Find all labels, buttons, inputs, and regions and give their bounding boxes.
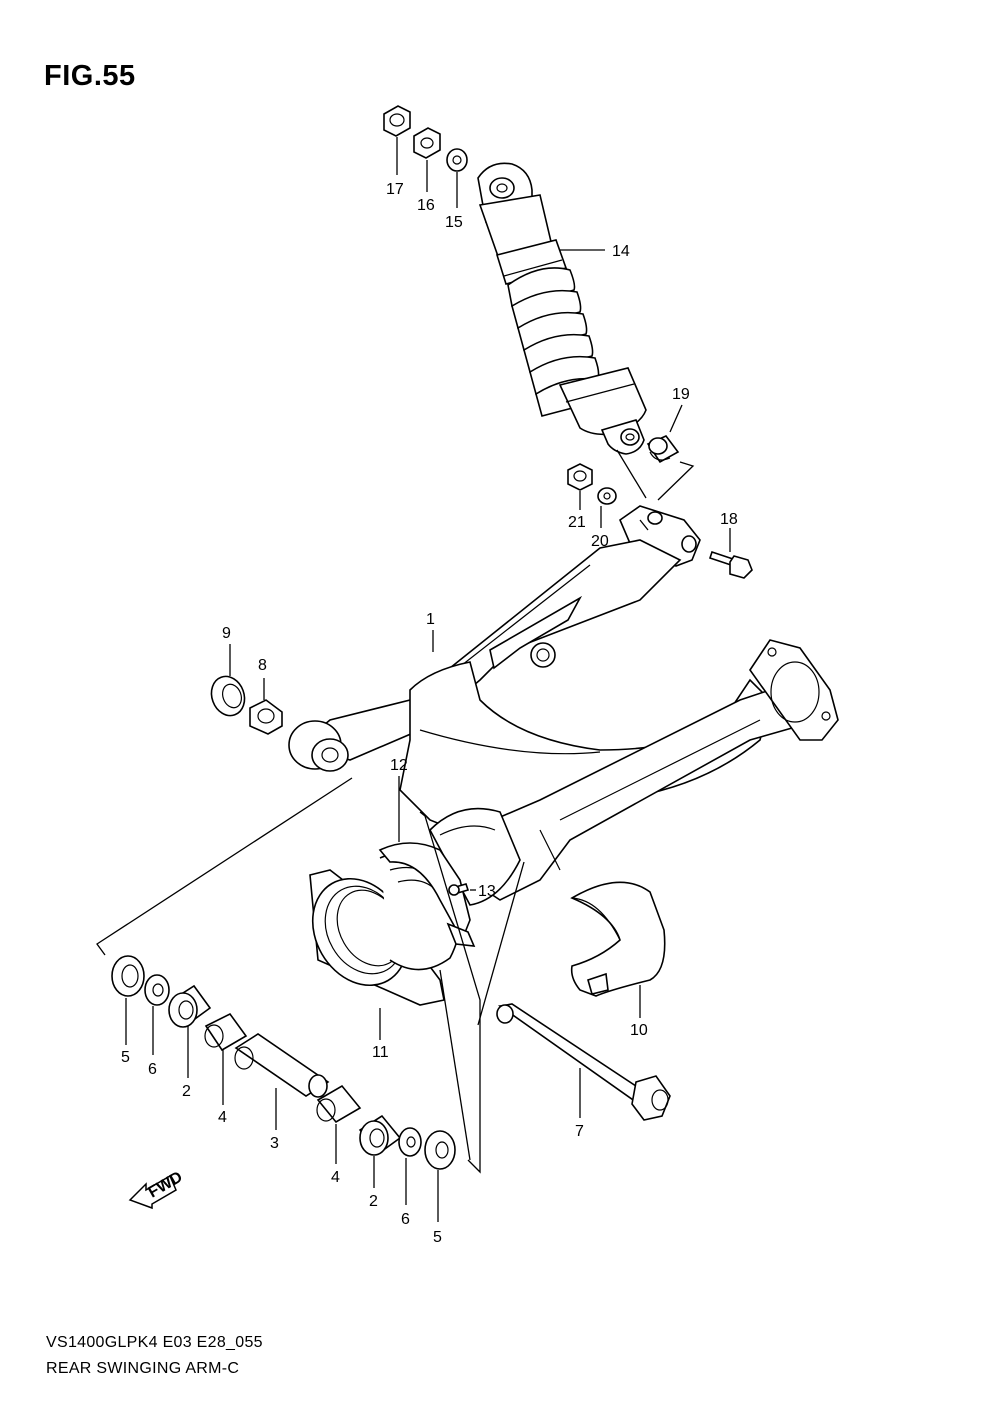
- part-oil-seal-5b: [424, 1130, 456, 1170]
- callout-5: 5: [121, 1049, 130, 1066]
- part-bushing-16: [413, 127, 441, 159]
- callout-21: 21: [568, 514, 586, 531]
- callout-2: 2: [182, 1083, 191, 1100]
- callout-14: 14: [612, 243, 630, 260]
- callout-1: 1: [426, 611, 435, 628]
- callout-15: 15: [445, 214, 463, 231]
- callout-4: 4: [331, 1169, 340, 1186]
- callout-4: 4: [218, 1109, 227, 1126]
- callout-numbers: 1 2 2 3 4 4 5 5 6 6 7 8 9 10 11 12 13 14…: [121, 181, 738, 1246]
- part-nut-21: [567, 463, 593, 491]
- part-nut-17: [383, 105, 411, 137]
- part-washer-20: [597, 487, 617, 505]
- part-dust-seal-9: [210, 675, 246, 717]
- part-bushing-19: [646, 435, 680, 464]
- part-spacer-4a: [204, 1012, 248, 1052]
- part-washer-6b: [398, 1127, 422, 1157]
- callout-20: 20: [591, 533, 609, 550]
- part-bearing-2b: [358, 1114, 402, 1156]
- part-bearing-2a: [168, 984, 212, 1028]
- part-spacer-3: [234, 1033, 330, 1098]
- part-washer-6a: [144, 974, 170, 1006]
- callout-7: 7: [575, 1123, 584, 1140]
- callout-11: 11: [372, 1044, 389, 1061]
- model-code: VS1400GLPK4 E03 E28_055: [46, 1334, 263, 1351]
- callout-18: 18: [720, 511, 738, 528]
- part-shield-10: [570, 881, 666, 997]
- part-swinging-arm: [288, 505, 839, 906]
- callout-3: 3: [270, 1135, 279, 1152]
- callout-5: 5: [433, 1229, 442, 1246]
- part-shock-absorber: [477, 162, 647, 455]
- part-pivot-shaft-7: [496, 1003, 671, 1121]
- figure-title: FIG.55: [44, 60, 136, 92]
- callout-19: 19: [672, 386, 690, 403]
- figure-subtitle: REAR SWINGING ARM-C: [46, 1360, 240, 1377]
- fwd-arrow-icon: FWD: [128, 1169, 186, 1210]
- part-washer-15: [446, 148, 468, 172]
- leader-lines: [125, 137, 731, 1222]
- part-spacer-8: [249, 699, 283, 735]
- callout-17: 17: [386, 181, 404, 198]
- callout-6: 6: [148, 1061, 157, 1078]
- part-oil-seal-5a: [111, 955, 145, 997]
- callout-8: 8: [258, 657, 267, 674]
- callout-13: 13: [478, 883, 496, 900]
- callout-16: 16: [417, 197, 435, 214]
- callout-12: 12: [390, 757, 408, 774]
- part-spacer-4b: [316, 1084, 362, 1124]
- part-bolt-18: [708, 550, 753, 579]
- part-screw-13: [448, 883, 470, 896]
- assembly-lines: [96, 449, 695, 1174]
- callout-2: 2: [369, 1193, 378, 1210]
- callout-9: 9: [222, 625, 231, 642]
- callout-6: 6: [401, 1211, 410, 1228]
- callout-10: 10: [630, 1022, 648, 1039]
